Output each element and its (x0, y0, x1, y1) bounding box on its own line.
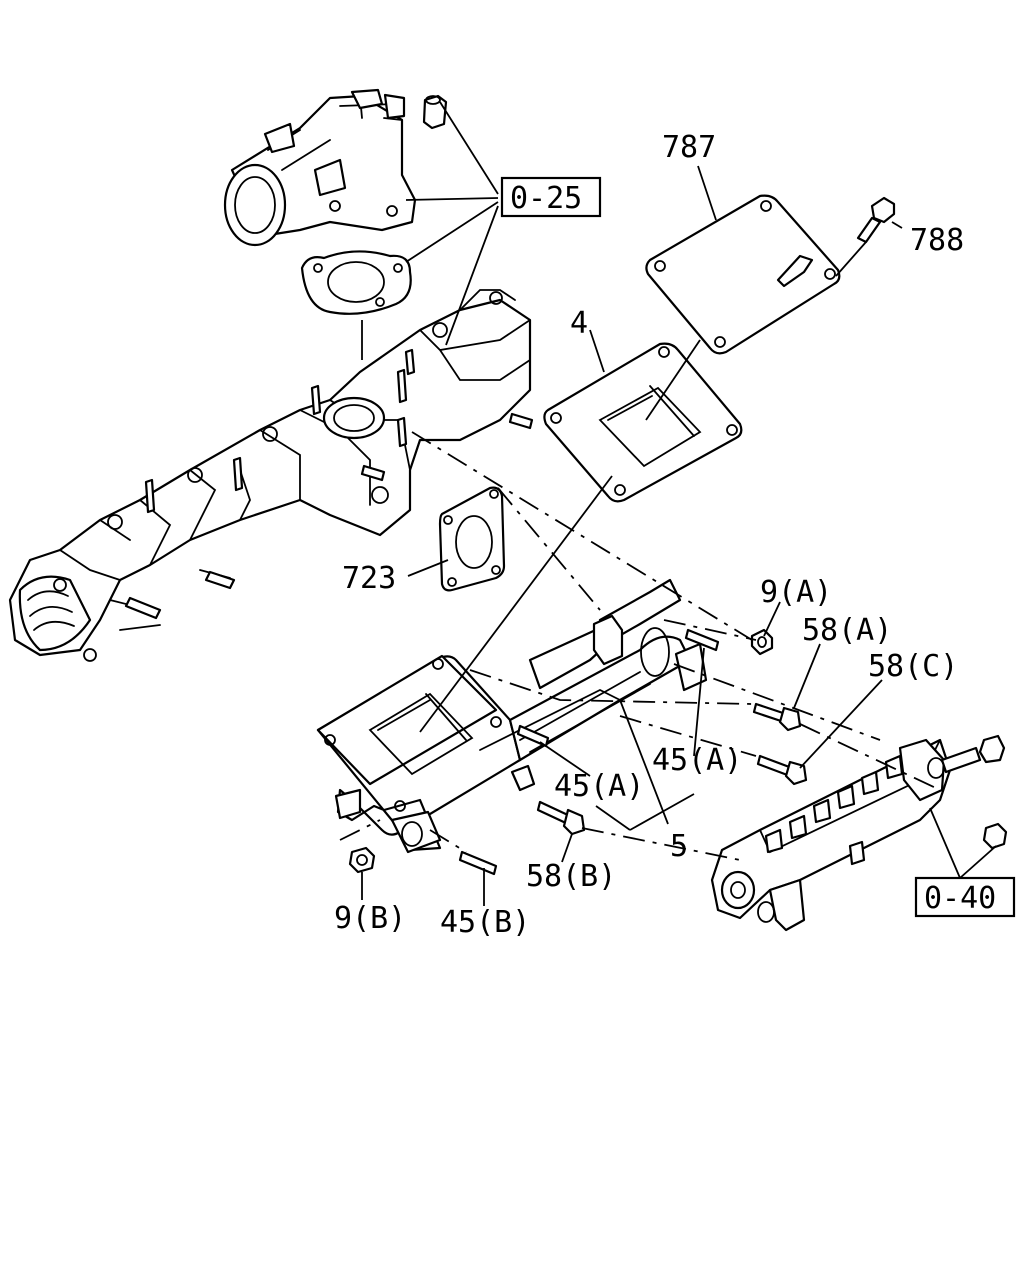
intake-manifold (8, 289, 532, 662)
callout-9a[interactable]: 9(A) (760, 575, 832, 610)
callout-58a[interactable]: 58(A) (802, 613, 892, 648)
stud-45b (458, 850, 498, 876)
alignment-lines (339, 431, 941, 861)
throttle-body (223, 88, 417, 247)
manifold-studs (124, 348, 534, 620)
ref-box-0-25 (500, 176, 602, 218)
callout-58b[interactable]: 58(B) (526, 859, 616, 894)
callout-58c[interactable]: 58(C) (868, 649, 958, 684)
bolt-58a (752, 702, 802, 732)
callout-labels: 0-25 787 788 4 723 9(A) 58(A) 58(C) 45(A… (334, 130, 1016, 940)
cover-787 (645, 194, 841, 355)
callout-ref-0-40[interactable]: 0-40 (924, 881, 996, 916)
bolt-58b (536, 800, 586, 836)
throttle-gasket (300, 250, 412, 315)
nut-9a (750, 628, 774, 656)
lower-plenum-bracket (316, 578, 708, 854)
callout-45a-lower[interactable]: 45(A) (554, 769, 644, 804)
callout-788[interactable]: 788 (910, 223, 964, 258)
callout-45b[interactable]: 45(B) (440, 905, 530, 940)
fuel-rail (710, 734, 1008, 932)
callout-723[interactable]: 723 (342, 561, 396, 596)
callout-787[interactable]: 787 (662, 130, 716, 165)
callout-9b[interactable]: 9(B) (334, 901, 406, 936)
bolt-58c (756, 754, 808, 786)
callout-45a-upper[interactable]: 45(A) (652, 743, 742, 778)
ref-box-0-40 (914, 876, 1016, 918)
callout-ref-0-25[interactable]: 0-25 (510, 181, 582, 216)
callout-5[interactable]: 5 (670, 829, 688, 864)
nut-9b (348, 846, 376, 874)
gasket-4 (543, 342, 743, 503)
stud-45a-upper (684, 628, 720, 652)
nut-upper (422, 94, 448, 130)
leader-lines (361, 101, 997, 906)
gasket-723 (438, 486, 506, 592)
callout-4[interactable]: 4 (570, 306, 588, 341)
bolt-788 (856, 196, 896, 244)
